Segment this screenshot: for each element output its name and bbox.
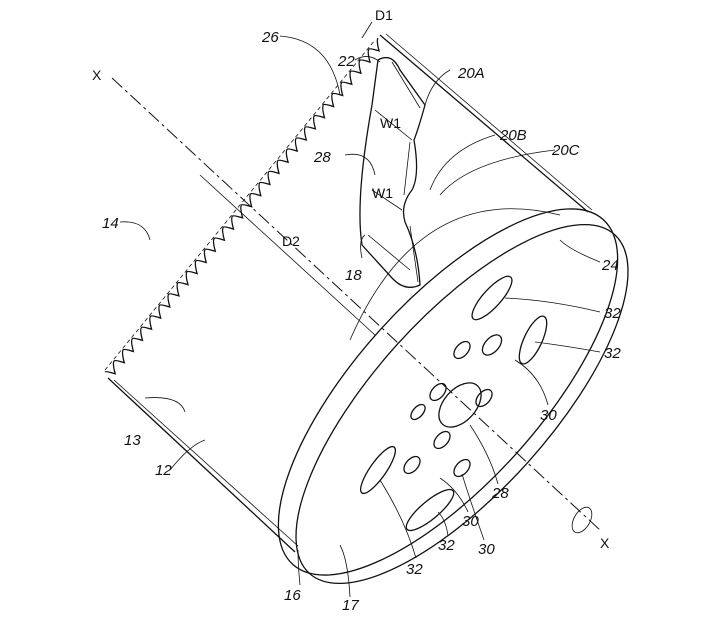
- label-30-a: 30: [540, 407, 557, 424]
- end-cap-face: [244, 176, 680, 632]
- back-arc: [350, 209, 560, 340]
- label-w1-upper: W1: [380, 115, 401, 131]
- cylinder-top-edge: [380, 35, 588, 212]
- axis-label-bottom: X: [600, 535, 610, 551]
- label-d1: D1: [375, 7, 393, 23]
- label-20c: 20C: [551, 142, 580, 159]
- label-22: 22: [337, 53, 355, 70]
- rotation-arrow-icon: [568, 504, 596, 536]
- teeth-base-dashed-line: [105, 40, 375, 370]
- label-12: 12: [155, 462, 172, 479]
- axis-label-top: X: [92, 67, 102, 83]
- label-13: 13: [124, 432, 141, 449]
- label-28-slot: 28: [313, 149, 331, 166]
- label-32-b: 32: [604, 345, 621, 362]
- face-holes: [355, 271, 552, 536]
- chip-ejection-slot: [360, 58, 425, 288]
- label-26: 26: [261, 29, 279, 46]
- leader-lines: [120, 22, 600, 597]
- cylinder-bottom-edge-inner: [114, 380, 298, 546]
- label-32-a: 32: [604, 305, 621, 322]
- cylinder-top-edge-inner: [386, 34, 592, 210]
- label-24: 24: [601, 257, 619, 274]
- label-32-c: 32: [406, 561, 423, 578]
- saw-teeth-edge: [105, 38, 379, 374]
- label-16: 16: [284, 587, 301, 604]
- center-axis-line: [112, 78, 600, 530]
- label-32-d: 32: [438, 537, 455, 554]
- label-14: 14: [102, 215, 119, 232]
- label-28-face: 28: [491, 485, 509, 502]
- label-30-b: 30: [462, 513, 479, 530]
- label-d2: D2: [282, 233, 300, 249]
- label-20b: 20B: [499, 127, 527, 144]
- label-18: 18: [345, 267, 362, 284]
- cylinder-bottom-edge: [108, 378, 295, 552]
- label-30-c: 30: [478, 541, 495, 558]
- label-17: 17: [342, 597, 359, 614]
- label-20a: 20A: [457, 65, 485, 82]
- label-w1-lower: W1: [372, 185, 393, 201]
